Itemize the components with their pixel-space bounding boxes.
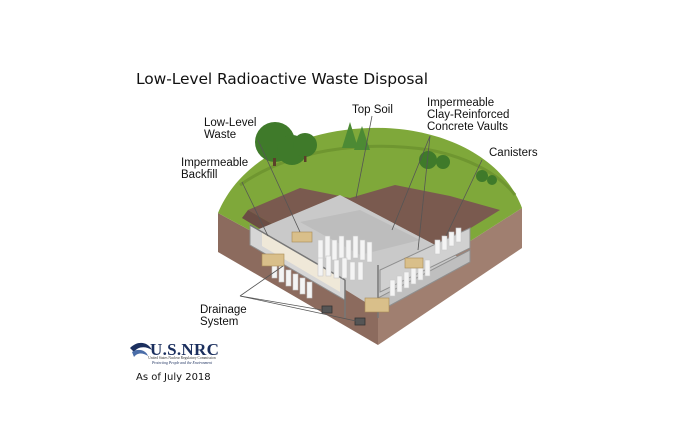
- label-vaults-line1: Impermeable: [427, 97, 495, 109]
- vault-center-back: [300, 210, 420, 255]
- label-concrete-vaults: Impermeable Clay-Reinforced Concrete Vau…: [427, 97, 509, 133]
- label-drainage-line1: Drainage: [200, 304, 247, 316]
- label-drainage-system: Drainage System: [200, 304, 247, 328]
- leader-lines: [239, 115, 483, 322]
- tree-trunks: [273, 156, 307, 166]
- date-note: As of July 2018: [136, 372, 211, 383]
- waste-boxes: [261, 231, 424, 313]
- canisters-group: [271, 227, 462, 299]
- earth-right-face: [378, 208, 522, 345]
- label-vaults-line2: Clay-Reinforced: [427, 109, 510, 121]
- nrc-logo-subtitle: United States Nuclear Regulatory Commiss…: [148, 356, 216, 360]
- label-canisters: Canisters: [489, 147, 538, 159]
- label-backfill-line2: Backfill: [181, 169, 218, 181]
- trees: [255, 122, 497, 185]
- label-backfill: Impermeable Backfill: [181, 157, 248, 181]
- label-backfill-line1: Impermeable: [181, 157, 249, 169]
- label-top-soil: Top Soil: [352, 104, 393, 116]
- label-drainage-line2: System: [200, 316, 239, 328]
- drainage-pipe: [321, 305, 333, 314]
- label-vaults-line3: Concrete Vaults: [427, 121, 508, 133]
- nrc-logo-name: U.S.NRC: [150, 340, 220, 359]
- nrc-logo-tagline: Protecting People and the Environment: [151, 361, 213, 365]
- label-low-level-waste-line2: Waste: [204, 129, 237, 141]
- diagram-title: Low-Level Radioactive Waste Disposal: [136, 70, 428, 88]
- label-low-level-waste-line1: Low-Level: [204, 117, 257, 129]
- nrc-logo-icon: [130, 342, 152, 357]
- label-low-level-waste: Low-Level Waste: [204, 117, 256, 141]
